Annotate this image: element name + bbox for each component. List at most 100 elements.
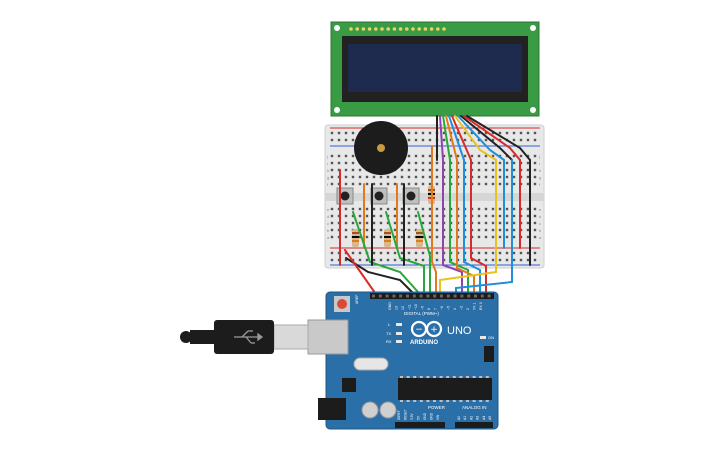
breadboard-hole[interactable]: [386, 221, 390, 225]
breadboard-hole[interactable]: [351, 138, 355, 142]
breadboard-hole[interactable]: [337, 154, 341, 158]
breadboard-hole[interactable]: [512, 258, 516, 262]
breadboard-hole[interactable]: [344, 207, 348, 211]
breadboard-hole[interactable]: [519, 131, 523, 135]
breadboard-hole[interactable]: [372, 258, 376, 262]
breadboard-hole[interactable]: [533, 161, 537, 165]
resistor-3[interactable]: [416, 229, 423, 247]
breadboard-hole[interactable]: [393, 251, 397, 255]
breadboard-hole[interactable]: [351, 214, 355, 218]
breadboard-hole[interactable]: [477, 131, 481, 135]
breadboard-hole[interactable]: [533, 228, 537, 232]
breadboard-hole[interactable]: [428, 161, 432, 165]
breadboard-hole[interactable]: [337, 131, 341, 135]
breadboard-hole[interactable]: [344, 235, 348, 239]
breadboard-hole[interactable]: [351, 221, 355, 225]
breadboard-hole[interactable]: [421, 182, 425, 186]
breadboard-hole[interactable]: [400, 228, 404, 232]
lcd-pin[interactable]: [442, 27, 446, 31]
breadboard-hole[interactable]: [442, 138, 446, 142]
breadboard-hole[interactable]: [505, 207, 509, 211]
breadboard-hole[interactable]: [442, 131, 446, 135]
breadboard-hole[interactable]: [435, 161, 439, 165]
breadboard-hole[interactable]: [421, 154, 425, 158]
header-hole[interactable]: [412, 294, 416, 298]
wire-green[interactable]: [385, 211, 425, 293]
breadboard-hole[interactable]: [400, 182, 404, 186]
breadboard-hole[interactable]: [400, 258, 404, 262]
breadboard-hole[interactable]: [428, 214, 432, 218]
breadboard-hole[interactable]: [428, 182, 432, 186]
breadboard-hole[interactable]: [372, 221, 376, 225]
breadboard-hole[interactable]: [358, 258, 362, 262]
wire-blue[interactable]: [455, 159, 513, 293]
breadboard-hole[interactable]: [421, 138, 425, 142]
breadboard-hole[interactable]: [512, 207, 516, 211]
breadboard-hole[interactable]: [491, 221, 495, 225]
breadboard-hole[interactable]: [505, 235, 509, 239]
breadboard-hole[interactable]: [414, 251, 418, 255]
breadboard-hole[interactable]: [505, 214, 509, 218]
breadboard-hole[interactable]: [491, 131, 495, 135]
breadboard-hole[interactable]: [351, 175, 355, 179]
breadboard-hole[interactable]: [449, 154, 453, 158]
pushbutton-3[interactable]: [402, 187, 420, 205]
breadboard-hole[interactable]: [407, 182, 411, 186]
breadboard-hole[interactable]: [414, 138, 418, 142]
breadboard-hole[interactable]: [484, 161, 488, 165]
lcd-pin[interactable]: [361, 27, 366, 31]
breadboard-hole[interactable]: [526, 175, 530, 179]
breadboard-hole[interactable]: [421, 251, 425, 255]
breadboard-hole[interactable]: [491, 207, 495, 211]
lcd-pin[interactable]: [392, 27, 397, 31]
breadboard-hole[interactable]: [505, 168, 509, 172]
breadboard-hole[interactable]: [526, 154, 530, 158]
breadboard-hole[interactable]: [512, 168, 516, 172]
breadboard-hole[interactable]: [330, 251, 334, 255]
lcd-module[interactable]: [330, 21, 540, 117]
breadboard-hole[interactable]: [344, 258, 348, 262]
breadboard-hole[interactable]: [477, 228, 481, 232]
breadboard-hole[interactable]: [365, 175, 369, 179]
lcd-pin[interactable]: [405, 27, 409, 31]
breadboard-hole[interactable]: [477, 138, 481, 142]
pushbutton-2[interactable]: [370, 187, 388, 205]
breadboard-hole[interactable]: [407, 168, 411, 172]
breadboard-hole[interactable]: [498, 168, 502, 172]
breadboard-hole[interactable]: [533, 182, 537, 186]
breadboard-hole[interactable]: [519, 138, 523, 142]
breadboard-hole[interactable]: [330, 131, 334, 135]
breadboard-hole[interactable]: [512, 214, 516, 218]
breadboard-hole[interactable]: [372, 207, 376, 211]
breadboard-hole[interactable]: [407, 175, 411, 179]
breadboard-hole[interactable]: [519, 154, 523, 158]
breadboard-hole[interactable]: [512, 175, 516, 179]
breadboard-hole[interactable]: [407, 235, 411, 239]
breadboard-hole[interactable]: [477, 168, 481, 172]
breadboard-hole[interactable]: [358, 235, 362, 239]
breadboard-hole[interactable]: [505, 258, 509, 262]
breadboard-hole[interactable]: [498, 207, 502, 211]
breadboard-hole[interactable]: [491, 168, 495, 172]
breadboard-hole[interactable]: [428, 131, 432, 135]
breadboard-hole[interactable]: [358, 221, 362, 225]
lcd-pin[interactable]: [380, 27, 384, 31]
reset-button[interactable]: [337, 299, 347, 309]
breadboard-hole[interactable]: [386, 251, 390, 255]
breadboard-hole[interactable]: [533, 175, 537, 179]
breadboard-hole[interactable]: [344, 131, 348, 135]
header-hole[interactable]: [467, 294, 471, 298]
wire-red[interactable]: [451, 115, 472, 161]
breadboard-hole[interactable]: [533, 138, 537, 142]
breadboard-hole[interactable]: [526, 235, 530, 239]
usb-port[interactable]: [307, 319, 349, 355]
lcd-pin[interactable]: [386, 27, 391, 31]
header-hole[interactable]: [392, 294, 396, 298]
breadboard-hole[interactable]: [344, 221, 348, 225]
breadboard-hole[interactable]: [533, 235, 537, 239]
breadboard-hole[interactable]: [351, 131, 355, 135]
breadboard-hole[interactable]: [484, 154, 488, 158]
breadboard-hole[interactable]: [358, 214, 362, 218]
breadboard-hole[interactable]: [407, 214, 411, 218]
breadboard-hole[interactable]: [365, 228, 369, 232]
